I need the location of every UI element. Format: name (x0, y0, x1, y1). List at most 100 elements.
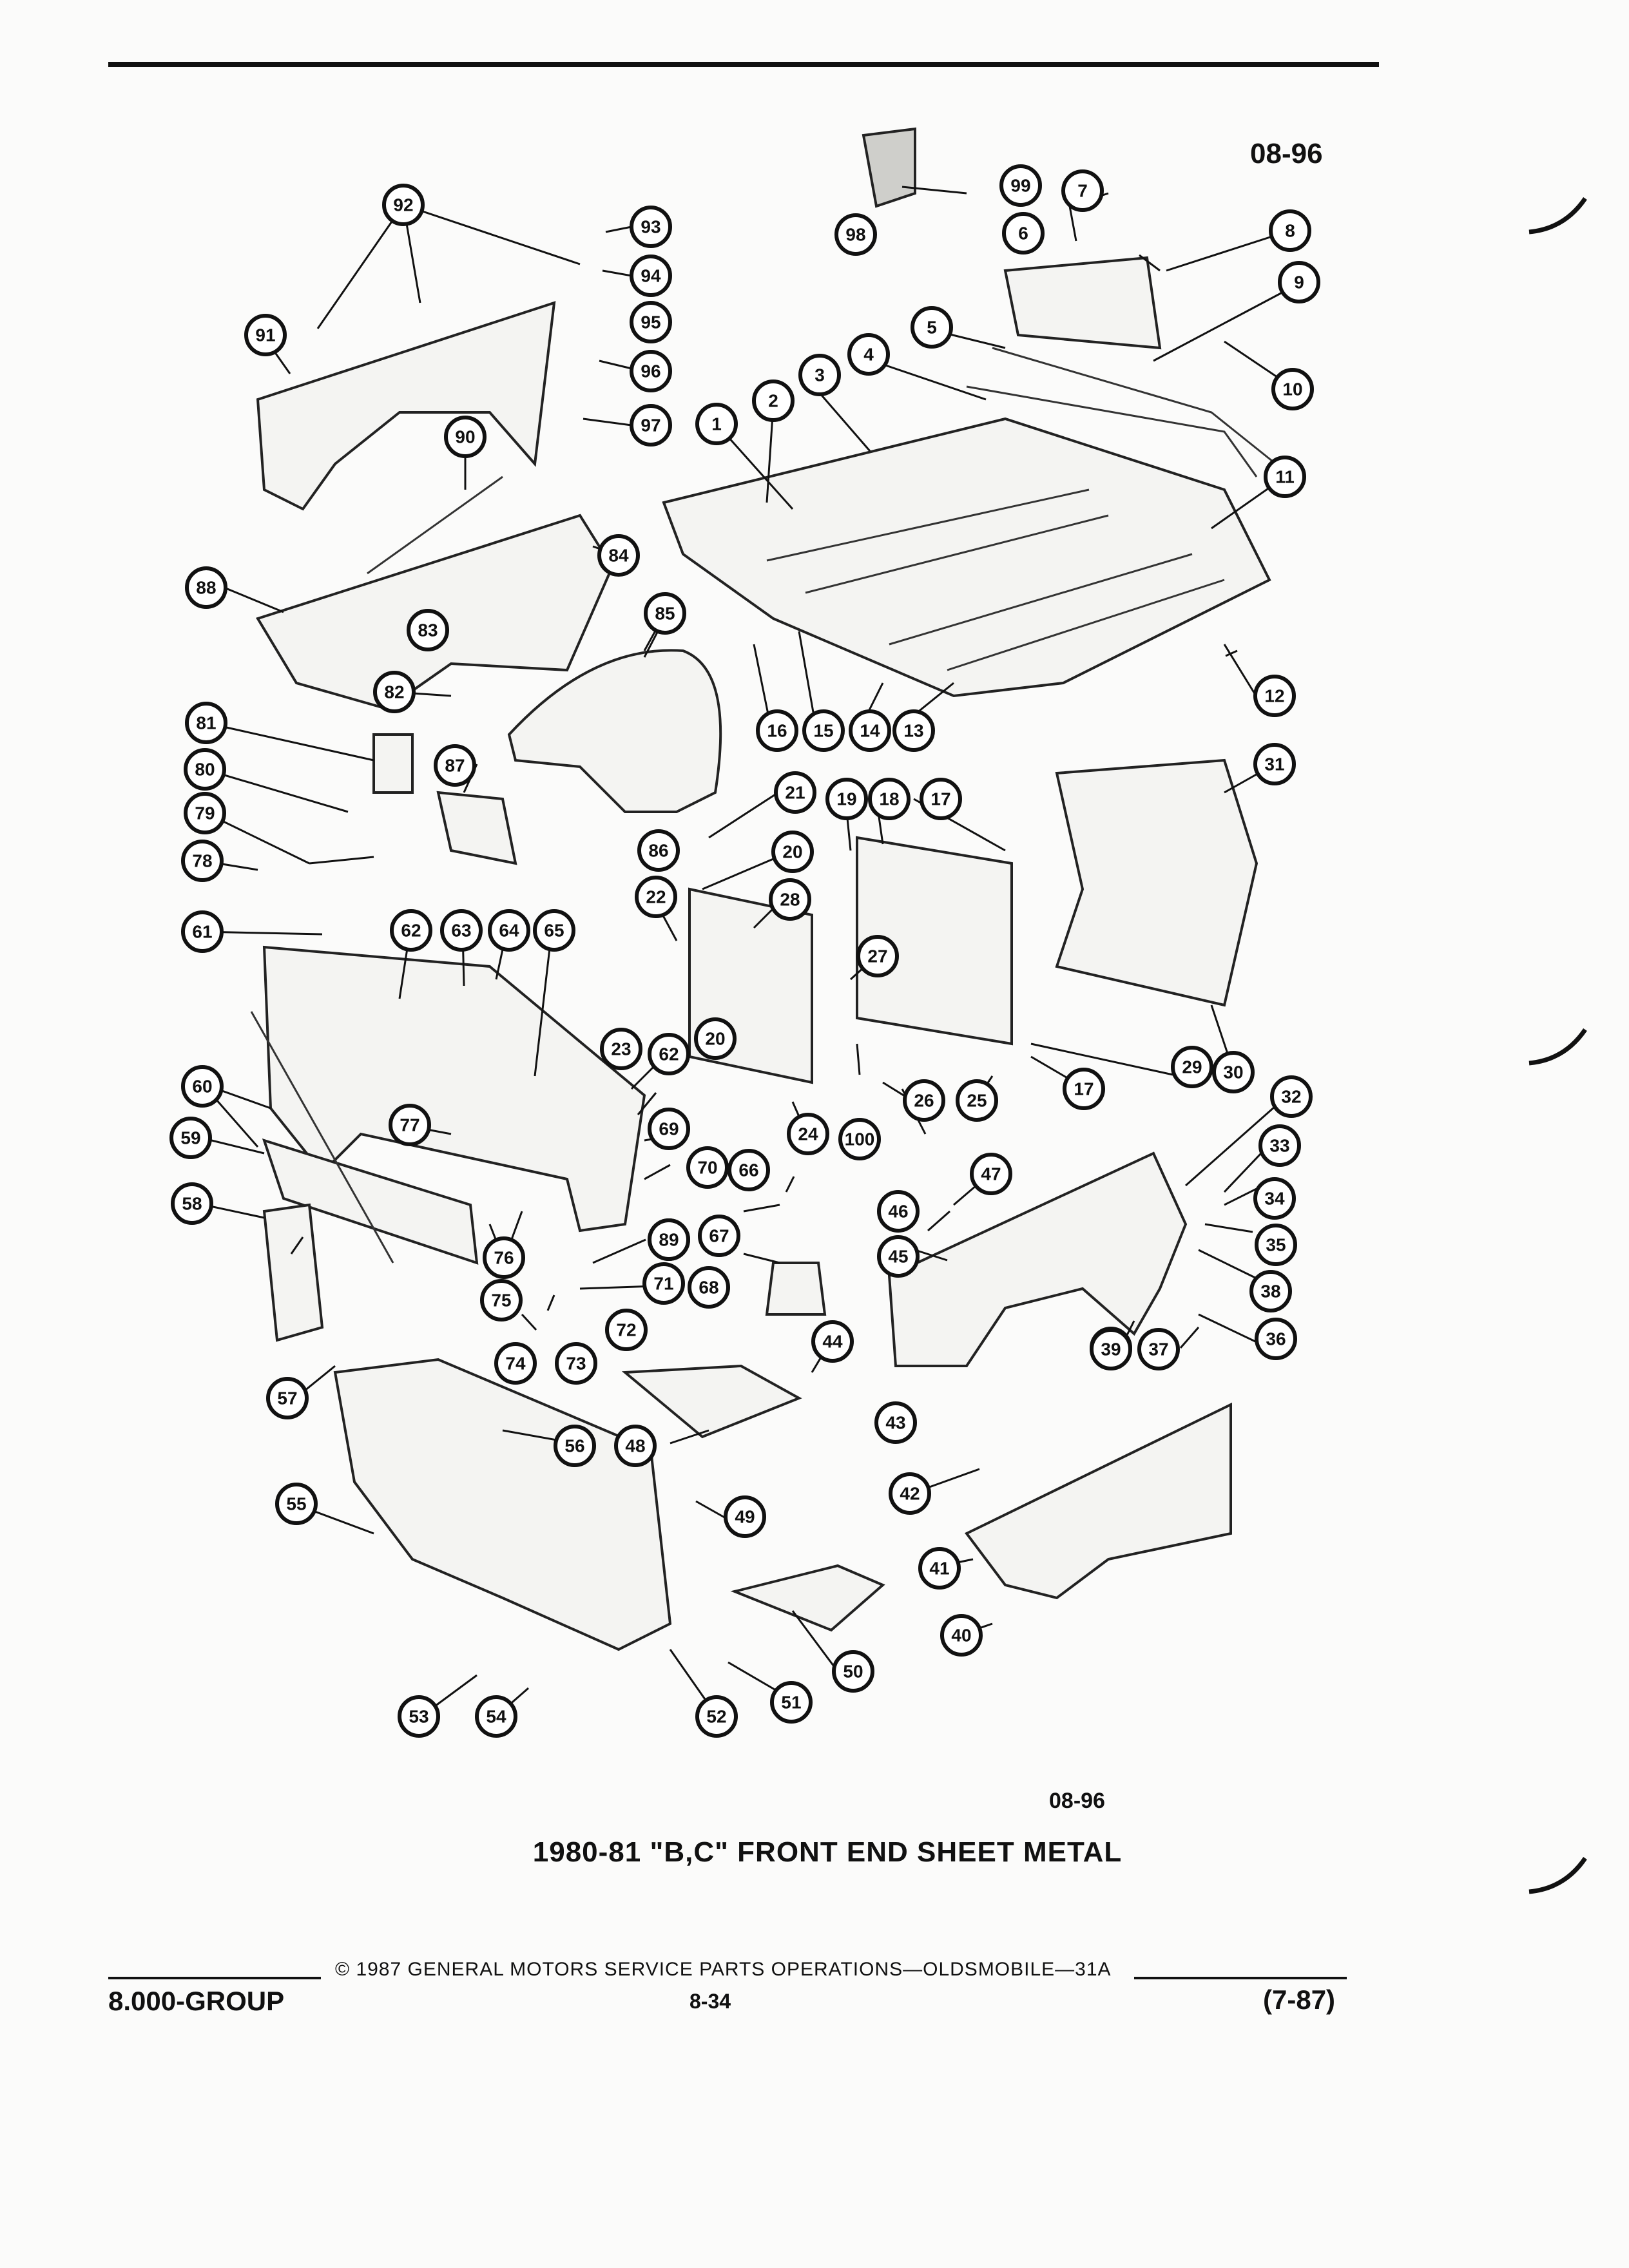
svg-text:54: 54 (486, 1707, 506, 1727)
callout-31: 31 (1253, 743, 1296, 785)
svg-text:72: 72 (616, 1320, 636, 1340)
svg-text:80: 80 (195, 760, 215, 780)
figure-caption: 1980-81 "B,C" FRONT END SHEET METAL (532, 1836, 1123, 1868)
callout-79: 78 (181, 840, 224, 882)
svg-text:32: 32 (1281, 1087, 1301, 1107)
svg-text:31: 31 (1264, 754, 1284, 774)
callout-18: 18 (868, 778, 911, 820)
callout-20: 20 (771, 831, 814, 873)
callout-39: 39 (1090, 1328, 1132, 1370)
footer-date: (7-87) (1263, 1984, 1336, 2015)
callout-62: 61 (181, 910, 224, 953)
svg-text:83: 83 (418, 620, 438, 640)
callout-25: 25 (956, 1079, 998, 1122)
callout-71: 70 (686, 1146, 729, 1189)
svg-text:21: 21 (785, 783, 805, 803)
callout-30: 30 (1212, 1051, 1255, 1093)
callout-32: 32 (1270, 1075, 1313, 1118)
callout-43: 43 (874, 1401, 917, 1444)
callout-47: 47 (970, 1153, 1012, 1195)
svg-text:27: 27 (867, 947, 887, 966)
callout-57: 56 (554, 1425, 596, 1467)
svg-text:58: 58 (182, 1194, 202, 1214)
svg-text:53: 53 (409, 1707, 429, 1727)
binder-mark-1 (1528, 197, 1587, 235)
svg-text:3: 3 (815, 365, 825, 385)
svg-text:91: 91 (255, 325, 275, 345)
svg-text:25: 25 (967, 1091, 987, 1111)
callout-65: 64 (488, 909, 530, 952)
callout-13: 13 (892, 709, 935, 752)
callout-16: 16 (756, 709, 798, 752)
vacuum-tank-canister (372, 733, 414, 794)
svg-text:64: 64 (499, 921, 519, 941)
svg-text:36: 36 (1266, 1329, 1286, 1349)
svg-text:95: 95 (641, 312, 660, 332)
callout-98: 97 (630, 404, 672, 447)
svg-text:68: 68 (699, 1278, 718, 1298)
footer-rule-right (1134, 1977, 1347, 1979)
svg-text:87: 87 (445, 756, 465, 776)
svg-text:2: 2 (768, 391, 778, 411)
svg-text:16: 16 (767, 721, 787, 741)
callout-86: 85 (644, 592, 686, 635)
svg-text:23: 23 (611, 1039, 631, 1059)
lower-fender-panel (964, 1402, 1232, 1600)
svg-text:92: 92 (393, 195, 413, 215)
callout-68: 67 (698, 1215, 740, 1257)
callout-84: 83 (407, 609, 449, 651)
svg-text:73: 73 (566, 1354, 586, 1374)
svg-text:55: 55 (286, 1494, 306, 1514)
svg-text:97: 97 (641, 416, 660, 436)
callout-19: 19 (825, 778, 868, 820)
callout-15: 15 (802, 709, 845, 752)
callout-33: 33 (1258, 1124, 1301, 1167)
svg-text:19: 19 (836, 789, 856, 809)
callout-69: 68 (688, 1266, 730, 1309)
callout-4: 4 (847, 333, 890, 376)
svg-text:51: 51 (781, 1693, 801, 1713)
cowl-vent-panel (1003, 256, 1162, 350)
svg-text:26: 26 (914, 1091, 934, 1111)
svg-text:42: 42 (900, 1484, 920, 1504)
svg-text:76: 76 (494, 1248, 514, 1268)
callout-12: 12 (1253, 675, 1296, 717)
svg-text:100: 100 (845, 1129, 875, 1149)
svg-text:85: 85 (655, 604, 675, 624)
callout-93: 92 (382, 184, 425, 226)
figure-code-top: 08-96 (1250, 138, 1323, 169)
svg-text:82: 82 (384, 682, 404, 702)
svg-text:62: 62 (659, 1044, 679, 1064)
callout-83: 82 (373, 671, 416, 713)
top-rule (108, 62, 1379, 67)
svg-text:57: 57 (277, 1389, 297, 1408)
callout-35: 35 (1255, 1224, 1297, 1266)
svg-text:5: 5 (927, 318, 937, 338)
svg-text:67: 67 (709, 1226, 729, 1246)
svg-text:30: 30 (1223, 1062, 1243, 1082)
binder-mark-3 (1528, 1857, 1587, 1894)
wheelhouse-shield (507, 649, 722, 813)
binder-mark-2 (1528, 1028, 1587, 1066)
svg-text:98: 98 (845, 225, 865, 245)
callout-92: 91 (244, 314, 287, 356)
footer-page-number: 8-34 (689, 1990, 731, 2013)
svg-text:6: 6 (1018, 224, 1028, 244)
svg-text:75: 75 (491, 1291, 511, 1311)
svg-text:88: 88 (196, 578, 216, 598)
callout-91: 90 (444, 416, 487, 458)
callout-22: 22 (635, 876, 677, 918)
callout-40: 40 (940, 1614, 983, 1657)
callout-62b: 62 (648, 1033, 690, 1075)
callout-1: 1 (695, 403, 738, 445)
stone-shield (730, 1564, 885, 1632)
battery-tray (436, 791, 517, 865)
svg-text:56: 56 (564, 1436, 584, 1456)
front-panel-filler (262, 1138, 479, 1265)
callout-21: 21 (774, 771, 816, 814)
svg-text:1: 1 (711, 414, 722, 434)
callout-87: 86 (637, 829, 680, 872)
svg-text:70: 70 (697, 1158, 717, 1178)
svg-text:33: 33 (1269, 1136, 1289, 1156)
callout-81: 80 (184, 748, 226, 791)
